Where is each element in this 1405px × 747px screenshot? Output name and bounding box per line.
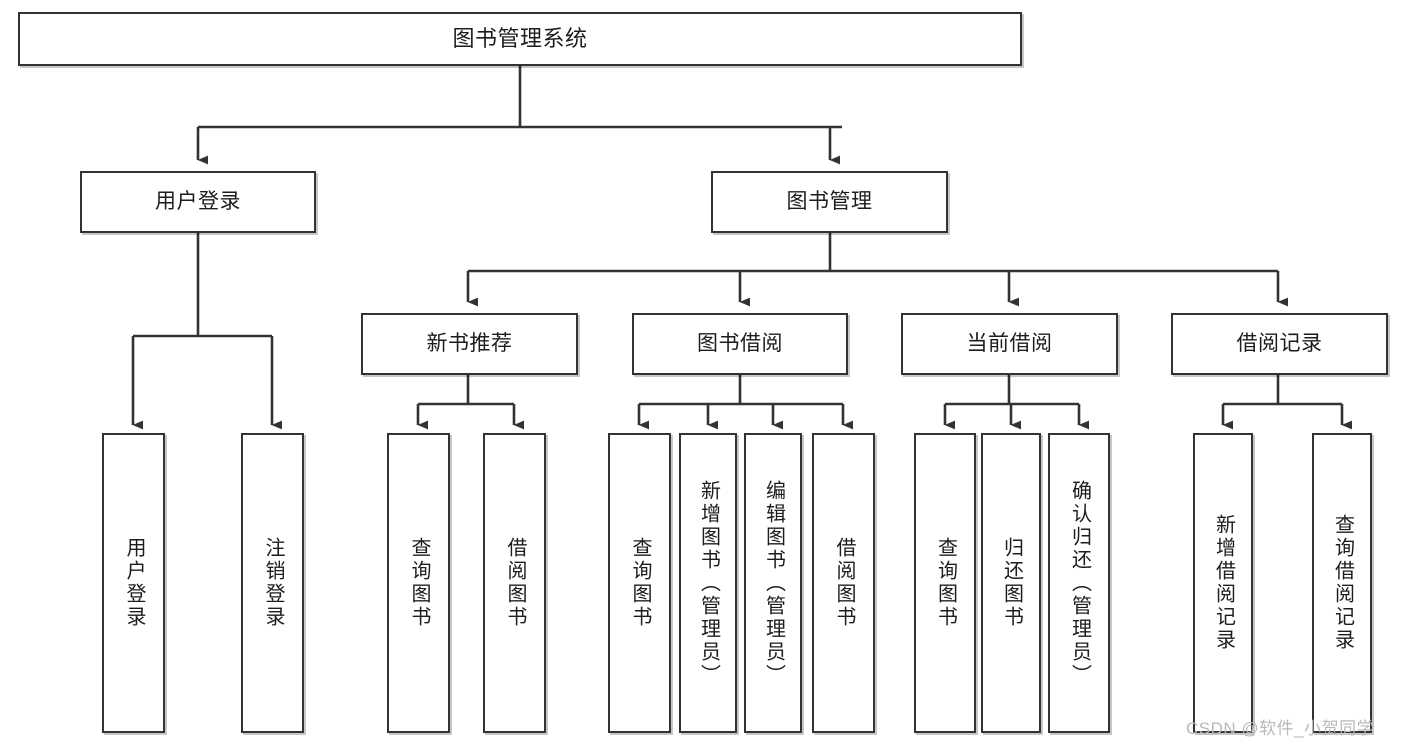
node-root-book-management-system[interactable]: 图书管理系统 [18,12,1022,66]
leaf-recommend-borrow-book[interactable]: 借阅图书 [483,433,546,733]
node-label: 查询图书 [629,537,651,629]
node-label: 查询借阅记录 [1331,514,1354,652]
node-new-book-recommend[interactable]: 新书推荐 [361,313,578,375]
leaf-user-login[interactable]: 用户登录 [102,433,165,733]
node-current-borrow[interactable]: 当前借阅 [901,313,1118,375]
leaf-user-logout[interactable]: 注销登录 [241,433,304,733]
node-label: 借阅记录 [1236,331,1323,355]
leaf-current-query-book[interactable]: 查询图书 [914,433,976,733]
node-label: 查询图书 [934,537,957,629]
leaf-borrow-lend-book[interactable]: 借阅图书 [812,433,875,733]
node-label: 图书借阅 [697,331,783,355]
node-label: 注销登录 [262,537,284,629]
node-label: 借阅图书 [504,537,526,629]
node-label: 确认归还（管理员） [1068,479,1091,687]
node-label: 归还图书 [1000,537,1023,629]
node-label: 当前借阅 [966,331,1053,355]
leaf-current-confirm-return-admin[interactable]: 确认归还（管理员） [1048,433,1110,733]
leaf-recommend-query-book[interactable]: 查询图书 [387,433,450,733]
node-book-borrow[interactable]: 图书借阅 [632,313,848,375]
node-label: 新增图书（管理员） [697,479,720,687]
node-user-login[interactable]: 用户登录 [80,171,316,233]
leaf-record-add-borrow-record[interactable]: 新增借阅记录 [1193,433,1253,733]
node-borrow-record[interactable]: 借阅记录 [1171,313,1388,375]
node-label: 查询图书 [408,537,430,629]
leaf-borrow-edit-book-admin[interactable]: 编辑图书（管理员） [744,433,802,733]
node-label: 编辑图书（管理员） [762,479,785,687]
node-label: 新书推荐 [426,331,513,355]
node-label: 图书管理系统 [452,26,588,52]
node-label: 用户登录 [123,537,145,629]
leaf-current-return-book[interactable]: 归还图书 [981,433,1041,733]
node-label: 新增借阅记录 [1212,514,1235,652]
node-label: 用户登录 [155,189,241,213]
leaf-record-query-borrow-record[interactable]: 查询借阅记录 [1312,433,1372,733]
node-label: 图书管理 [786,189,873,213]
node-book-management[interactable]: 图书管理 [711,171,948,233]
leaf-borrow-add-book-admin[interactable]: 新增图书（管理员） [679,433,737,733]
node-label: 借阅图书 [833,537,855,629]
leaf-borrow-query-book[interactable]: 查询图书 [608,433,671,733]
csdn-watermark: CSDN @软件_小贺同学 [1186,719,1375,738]
